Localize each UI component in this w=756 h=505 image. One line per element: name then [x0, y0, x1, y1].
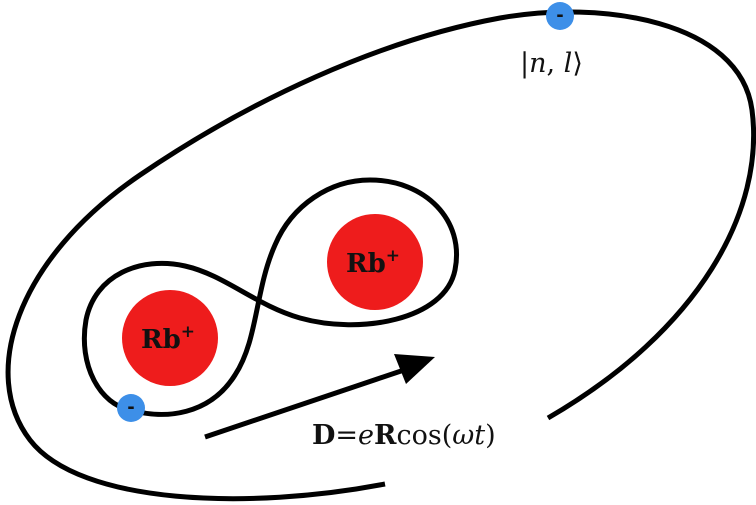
- ion-left-label: Rb+: [141, 322, 195, 355]
- state-label: |n, l⟩: [520, 48, 583, 79]
- inner-figure-eight-orbit: [81, 177, 459, 417]
- electron-inner-sign: -: [127, 397, 134, 418]
- rydberg-orbit: [5, 9, 756, 502]
- electron-outer: [546, 2, 574, 30]
- electron-outer-sign: -: [556, 5, 563, 26]
- ion-left: [122, 290, 218, 386]
- dipole-label: D=eRcos(ωt): [312, 420, 496, 451]
- electron-inner: [117, 394, 145, 422]
- ion-right: [327, 214, 423, 310]
- ion-right-label: Rb+: [346, 246, 400, 279]
- dipole-arrow-shaft: [204, 365, 411, 440]
- dipole-arrow-head: [394, 354, 435, 384]
